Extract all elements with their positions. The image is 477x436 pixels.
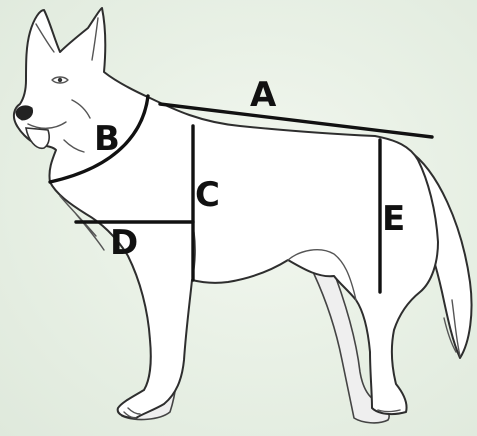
dog-mouth [27,121,67,129]
dog-pupil [57,77,63,83]
right-ear-inner [91,17,99,61]
measure-line-a [158,102,434,139]
front-paw-toes [123,407,141,419]
hind-paw-toes [377,409,401,413]
measure-line-b [48,94,150,184]
tail-fur-detail [443,299,461,357]
hind-leg-contour [287,249,357,301]
dog-eye [51,76,69,84]
dog-tongue [25,127,50,150]
dog-body [12,7,439,419]
head-fur-detail [63,99,91,153]
label-e: E [382,199,405,239]
chest-fur-detail [59,195,105,251]
label-c: C [195,175,220,215]
dog-far-hind-leg [313,261,390,424]
label-a: A [250,75,277,115]
dog-nose [15,105,33,121]
label-b: B [94,119,120,159]
label-d: D [110,223,138,263]
left-ear-inner [35,23,55,53]
